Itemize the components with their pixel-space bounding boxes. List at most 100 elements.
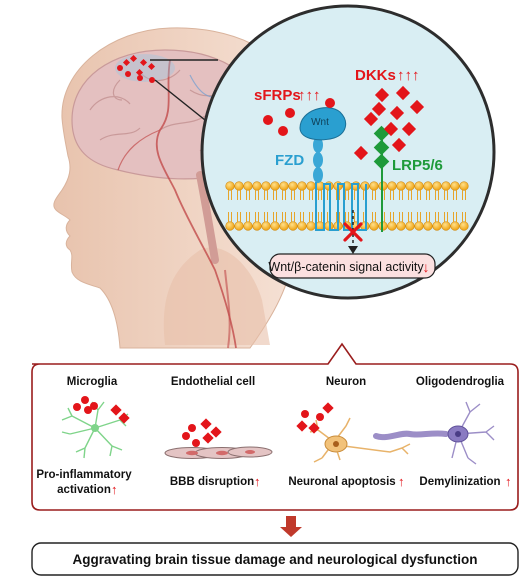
wnt-label: Wnt [311, 117, 329, 128]
endothelial-up-arrow: ↑ [254, 474, 261, 489]
lipid-tail [246, 212, 250, 222]
lipid-tail [417, 190, 421, 200]
lipid-head [450, 221, 460, 231]
lipid-tail [309, 212, 313, 222]
lipid-tail [273, 190, 277, 200]
lipid-tail [426, 190, 430, 200]
lipid-tail [318, 190, 322, 200]
lipid-tail [372, 190, 376, 200]
lipid-tail [264, 190, 268, 200]
sfrp-molecules [263, 98, 335, 136]
dkks-up-arrows: ↑↑↑ [397, 67, 420, 84]
cell-effects-panel [31, 342, 519, 511]
oligodendroglia-title: Oligodendroglia [416, 376, 505, 388]
outcome-arrow [280, 516, 302, 537]
lipid-head [243, 181, 253, 191]
endothelial-cell: Endothelial cell BBB disruption ↑ [164, 376, 273, 489]
lipid-tail [336, 190, 340, 200]
lipid-tail [435, 212, 439, 222]
microglia-title: Microglia [67, 376, 118, 388]
lipid-tail [255, 212, 259, 222]
lipid-tail [309, 190, 313, 200]
lipid-head [396, 181, 406, 191]
lipid-head [441, 221, 451, 231]
fzd-label: FZD [275, 152, 304, 169]
lipid-tail [435, 190, 439, 200]
lipid-tail [300, 212, 304, 222]
lipid-head [261, 181, 271, 191]
lipid-tail [426, 212, 430, 222]
lipid-head [369, 181, 379, 191]
neuron-cell: Neuron Neuronal apoptosis ↑ [288, 376, 411, 489]
sfrps-label: sFRPs [254, 87, 301, 104]
neuron-effect: Neuronal apoptosis [288, 476, 395, 488]
outcome-text: Aggravating brain tissue damage and neur… [72, 552, 477, 567]
microglia-cell: Microglia Pro-inflammatory activation ↑ [36, 376, 132, 497]
signal-down-arrow: ↓ [423, 259, 430, 275]
lipid-head [306, 221, 316, 231]
fzd-receptor [313, 137, 367, 231]
dkks-label: DKKs [355, 67, 396, 84]
lipid-head [225, 221, 235, 231]
lipid-head [306, 181, 316, 191]
lipid-tail [237, 212, 241, 222]
lipid-tail [408, 212, 412, 222]
lrp-label: LRP5/6 [392, 157, 443, 174]
lipid-head [297, 181, 307, 191]
oligodendroglia-up-arrow: ↑ [505, 474, 512, 489]
wnt-ligand: Wnt [299, 107, 347, 141]
lipid-tail [282, 212, 286, 222]
lipid-head [225, 181, 235, 191]
lipid-tail [246, 190, 250, 200]
lipid-tail [444, 190, 448, 200]
microglia-effect-line2: activation [57, 484, 111, 496]
lipid-tail [282, 190, 286, 200]
lipid-tail [273, 212, 277, 222]
lipid-tail [255, 190, 259, 200]
lipid-tail [291, 190, 295, 200]
lipid-head [423, 221, 433, 231]
lipid-tail [228, 212, 232, 222]
lipid-head [270, 181, 280, 191]
lipid-head [432, 221, 442, 231]
lipid-head [234, 181, 244, 191]
microglia-effect-line1: Pro-inflammatory [36, 469, 132, 481]
lipid-tail [390, 212, 394, 222]
lipid-tail [462, 212, 466, 222]
lipid-head [288, 181, 298, 191]
lipid-head [423, 181, 433, 191]
endothelial-effect: BBB disruption [170, 476, 254, 488]
lipid-head [414, 221, 424, 231]
lipid-tail [291, 212, 295, 222]
lipid-tail [336, 212, 340, 222]
lipid-head [396, 221, 406, 231]
lipid-tail [453, 190, 457, 200]
lipid-tail [264, 212, 268, 222]
signal-activity-box: Wnt/β-catenin signal activity ↓ [268, 253, 436, 279]
lipid-head [279, 221, 289, 231]
lipid-head [288, 221, 298, 231]
lipid-head [405, 221, 415, 231]
endothelial-title: Endothelial cell [171, 376, 255, 388]
brain-lesion-molecules [117, 54, 156, 83]
lipid-head [405, 181, 415, 191]
lipid-head [414, 181, 424, 191]
microglia-up-arrow: ↑ [111, 482, 118, 497]
inhibition-arrow [343, 210, 363, 254]
lipid-tail [453, 212, 457, 222]
dkk-molecules [353, 85, 425, 161]
oligodendroglia-effect: Demylinization [419, 476, 500, 488]
lipid-tail [390, 190, 394, 200]
lipid-head [387, 221, 397, 231]
lipid-tail [417, 212, 421, 222]
lipid-tail [399, 212, 403, 222]
lipid-tail [399, 190, 403, 200]
lipid-head [387, 181, 397, 191]
lipid-tail [345, 212, 349, 222]
lipid-tail [444, 212, 448, 222]
lipid-tail [300, 190, 304, 200]
lipid-head [297, 221, 307, 231]
signal-activity-text: Wnt/β-catenin signal activity [268, 260, 424, 274]
lipid-tail [228, 190, 232, 200]
